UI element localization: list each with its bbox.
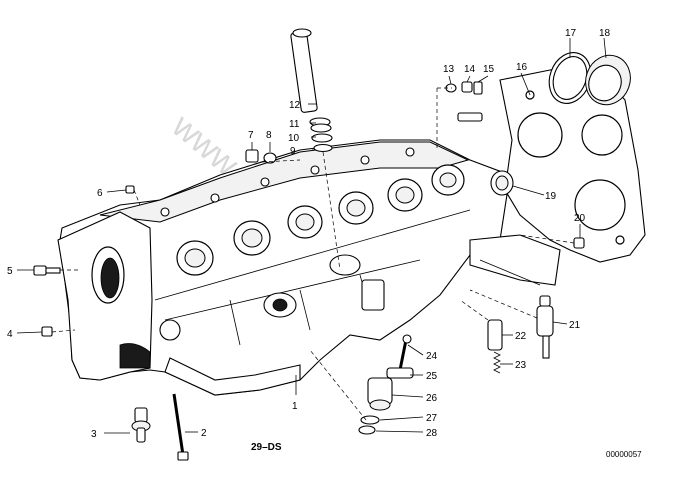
sealing-washer — [263, 152, 277, 164]
small-plug — [125, 185, 135, 194]
piston-sleeve — [487, 319, 503, 351]
cover-cap — [585, 54, 631, 106]
knock-sensor — [536, 295, 554, 359]
oil-pressure-valve — [358, 334, 414, 435]
callout-14: 14 — [464, 64, 476, 75]
callout-25: 25 — [426, 371, 438, 382]
callout-18: 18 — [599, 28, 611, 39]
callout-21: 21 — [569, 320, 581, 331]
screw-plug — [245, 149, 259, 163]
callout-10: 10 — [288, 133, 300, 144]
callout-28: 28 — [426, 428, 438, 439]
callout-1: 1 — [292, 401, 298, 412]
callout-13: 13 — [443, 64, 455, 75]
callout-24: 24 — [426, 351, 438, 362]
callout-11: 11 — [289, 119, 300, 130]
callout-2: 2 — [201, 428, 207, 439]
callout-8: 8 — [266, 130, 272, 141]
callout-26: 26 — [426, 393, 438, 404]
main-bearing-bores — [176, 164, 465, 276]
callout-27: 27 — [426, 413, 438, 424]
callout-4: 4 — [7, 329, 13, 340]
callout-16: 16 — [516, 62, 528, 73]
callout-labels: 1 2 3 4 5 6 7 8 9 10 11 12 13 14 15 16 1… — [7, 28, 611, 440]
callout-19: 19 — [545, 191, 557, 202]
callout-6: 6 — [97, 188, 103, 199]
locating-nut — [573, 237, 585, 249]
callout-17: 17 — [565, 28, 577, 39]
callout-23: 23 — [515, 360, 527, 371]
callout-3: 3 — [91, 429, 97, 440]
callout-12: 12 — [289, 100, 301, 111]
callout-9: 9 — [290, 146, 296, 157]
hex-bolt — [172, 393, 189, 461]
oil-pressure-sender — [131, 407, 151, 443]
spring — [493, 351, 501, 374]
callout-15: 15 — [483, 64, 495, 75]
engine-block-illustration — [57, 139, 561, 396]
callout-20: 20 — [574, 213, 586, 224]
callout-22: 22 — [515, 331, 527, 342]
leader-lines — [16, 37, 607, 434]
drain-plug — [33, 265, 61, 276]
part-code: 00000057 — [606, 450, 642, 459]
callout-5: 5 — [7, 266, 13, 277]
nut — [41, 326, 53, 337]
diagram-caption: 29–DS — [251, 442, 282, 453]
callout-7: 7 — [248, 130, 254, 141]
guide-tube — [290, 28, 333, 153]
